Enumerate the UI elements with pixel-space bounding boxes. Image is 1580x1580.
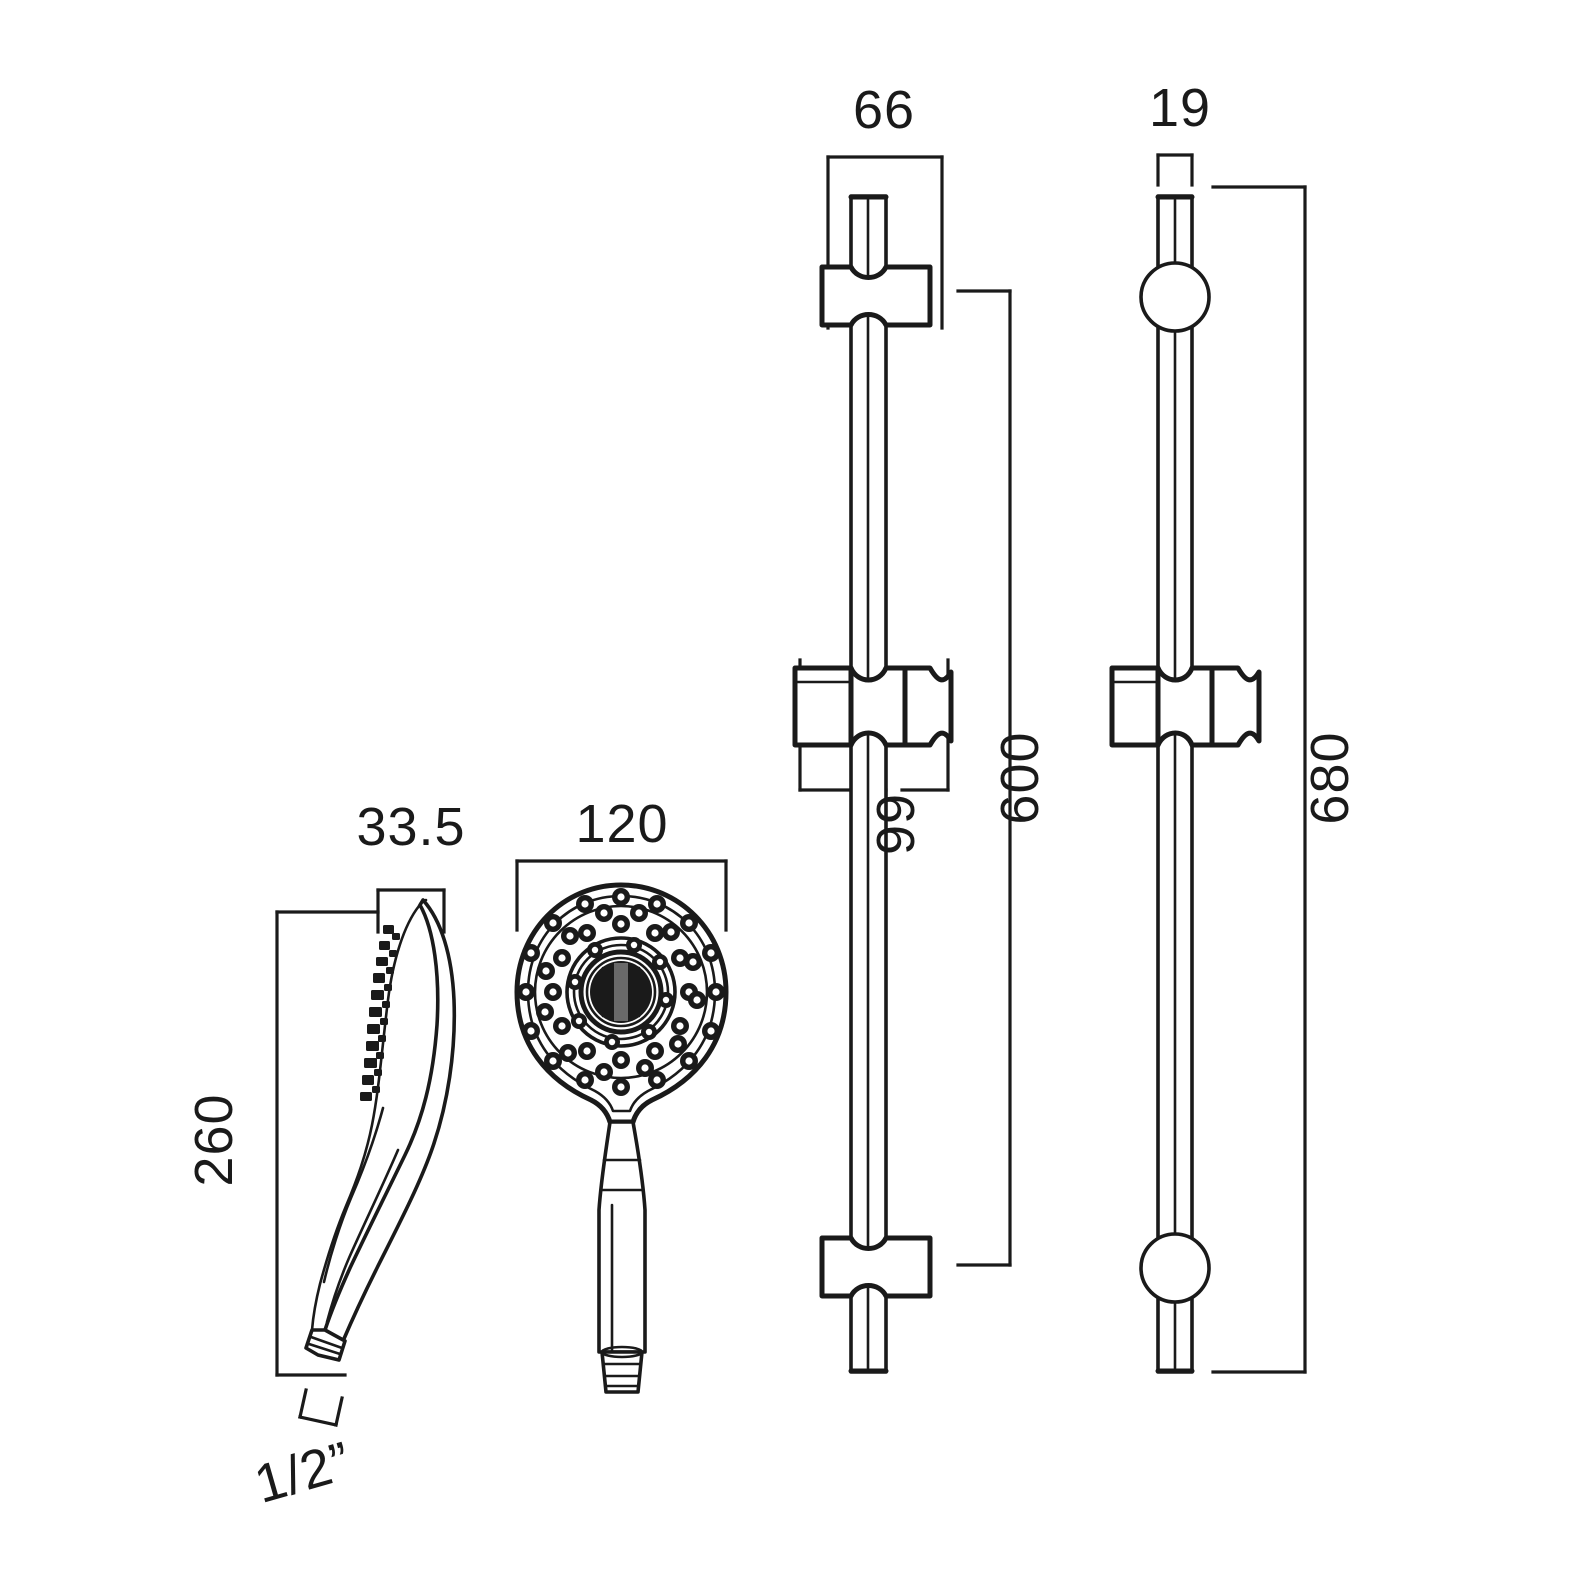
handset-side-nozzles <box>360 925 400 1101</box>
rail-tube-side <box>1155 194 1195 1374</box>
view-rail-side <box>1109 153 1307 1374</box>
handset-nozzle-fill <box>567 937 674 1050</box>
dimension-rail-travel <box>956 289 1012 1267</box>
handset-handle <box>597 1120 647 1354</box>
label-handset-inlet: 1/2” <box>248 1430 358 1514</box>
label-rail-diameter: 19 <box>1149 78 1211 138</box>
label-rail-travel: 600 <box>990 731 1050 824</box>
label-head-diameter: 120 <box>575 794 668 854</box>
rail-slider-bracket-side <box>1109 665 1262 748</box>
dimension-handset-inlet <box>298 1388 344 1427</box>
handset-nozzle-ring-outer <box>536 904 706 1081</box>
dimension-rail-overall <box>1211 185 1307 1374</box>
label-handset-depth: 33.5 <box>356 797 465 857</box>
label-rail-overall: 680 <box>1300 731 1360 824</box>
handset-face <box>514 882 729 1394</box>
rail-tube-front <box>848 194 889 1374</box>
view-rail-front <box>792 155 1012 1374</box>
rail-slider-bracket-front <box>792 665 954 748</box>
handset-side-profile <box>304 898 457 1362</box>
rail-bottom-bracket-side <box>1139 1232 1211 1304</box>
dimension-rail-diameter <box>1156 153 1194 187</box>
rail-bottom-wall-bracket <box>819 1235 933 1299</box>
rail-top-bracket-side <box>1139 261 1211 333</box>
handset-inlet-thread <box>304 1328 347 1362</box>
view-handset-front <box>514 859 729 1394</box>
label-handset-length: 260 <box>184 1093 244 1186</box>
view-handset-side <box>275 888 457 1427</box>
dimension-head-diameter <box>515 859 728 932</box>
dimension-handset-length <box>275 910 380 1377</box>
handset-nozzle-ring-mid <box>517 888 725 1096</box>
label-slider-projection: 99 <box>866 793 926 855</box>
handset-handle-thread <box>600 1345 644 1394</box>
label-bracket-projection: 66 <box>853 80 915 140</box>
rail-top-wall-bracket <box>819 264 933 328</box>
